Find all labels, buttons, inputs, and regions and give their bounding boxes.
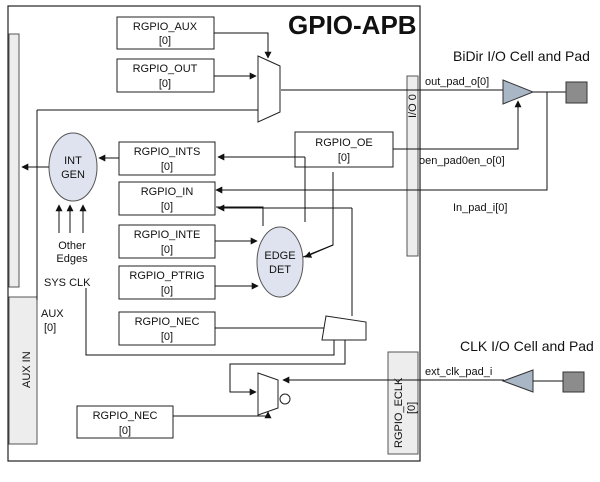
int-gen-line-1: INT xyxy=(64,155,82,167)
register-inte-index: [0] xyxy=(161,244,173,256)
register-nec: RGPIO_NEC [0] xyxy=(118,311,216,346)
output-buffer xyxy=(502,79,535,105)
register-nec-2: RGPIO_NEC [0] xyxy=(76,405,174,439)
bidir-section-title: BiDir I/O Cell and Pad xyxy=(453,48,590,64)
register-oe: RGPIO_OE [0] xyxy=(294,131,394,168)
edge-det-block: EDGE DET xyxy=(256,226,304,298)
block-title: GPIO-APB xyxy=(288,10,417,40)
register-out-index: [0] xyxy=(159,78,171,90)
aux-mux xyxy=(321,315,367,341)
register-ptrig-index: [0] xyxy=(161,285,173,297)
clock-invert-bubble xyxy=(279,393,291,405)
other-edges-line-2: Edges xyxy=(56,253,88,265)
ext-clk-label: ext_clk_pad_i xyxy=(425,366,492,378)
register-out-name: RGPIO_OUT xyxy=(133,63,198,75)
register-oe-name: RGPIO_OE xyxy=(315,137,372,149)
edge-det-line-2: DET xyxy=(269,264,291,276)
eclk-name: RGPIO_ECLK xyxy=(393,377,405,448)
register-ints-index: [0] xyxy=(161,161,173,173)
output-mux xyxy=(257,55,281,123)
register-nec-2-index: [0] xyxy=(119,425,131,437)
eclk-index: [0] xyxy=(406,402,418,414)
aux-in-label: AUX IN xyxy=(21,351,33,388)
register-nec-index: [0] xyxy=(161,331,173,343)
int-gen-block: INT GEN xyxy=(48,132,98,202)
io-label: I/O 0 xyxy=(407,94,419,118)
register-ints-name: RGPIO_INTS xyxy=(134,146,201,158)
clk-pad xyxy=(562,371,585,393)
clk-section-title: CLK I/O Cell and Pad xyxy=(460,338,594,354)
register-in: RGPIO_IN [0] xyxy=(118,181,216,216)
io-panel xyxy=(406,75,419,257)
bidir-pad xyxy=(565,81,588,104)
register-oe-index: [0] xyxy=(338,152,350,164)
int-gen-line-2: GEN xyxy=(61,169,85,181)
in-pad-label: In_pad_i[0] xyxy=(453,202,507,214)
aux-label-line-2: [0] xyxy=(44,322,56,334)
register-aux: RGPIO_AUX [0] xyxy=(116,16,215,50)
register-in-index: [0] xyxy=(161,201,173,213)
register-ints: RGPIO_INTS [0] xyxy=(118,141,216,176)
aux-in-panel xyxy=(8,296,38,445)
edge-det-line-1: EDGE xyxy=(264,250,295,262)
register-inte: RGPIO_INTE [0] xyxy=(118,224,216,259)
left-bus-panel xyxy=(8,33,20,288)
register-nec-name: RGPIO_NEC xyxy=(135,316,200,328)
clk-buffer xyxy=(501,369,534,393)
register-ptrig: RGPIO_PTRIG [0] xyxy=(118,265,216,300)
register-in-name: RGPIO_IN xyxy=(141,186,194,198)
sys-clk-label: SYS CLK xyxy=(44,277,91,289)
oen-pad-label: oen_pad0en_o[0] xyxy=(419,155,505,167)
register-ptrig-name: RGPIO_PTRIG xyxy=(129,270,204,282)
register-out: RGPIO_OUT [0] xyxy=(116,58,215,93)
register-inte-name: RGPIO_INTE xyxy=(134,229,201,241)
register-nec-2-name: RGPIO_NEC xyxy=(93,410,158,422)
aux-label-line-1: AUX xyxy=(41,308,64,320)
eclk-panel xyxy=(387,351,419,455)
clock-mux xyxy=(257,372,279,416)
register-aux-index: [0] xyxy=(159,35,171,47)
other-edges-line-1: Other xyxy=(58,240,86,252)
out-pad-label: out_pad_o[0] xyxy=(425,76,489,88)
register-aux-name: RGPIO_AUX xyxy=(133,21,198,33)
